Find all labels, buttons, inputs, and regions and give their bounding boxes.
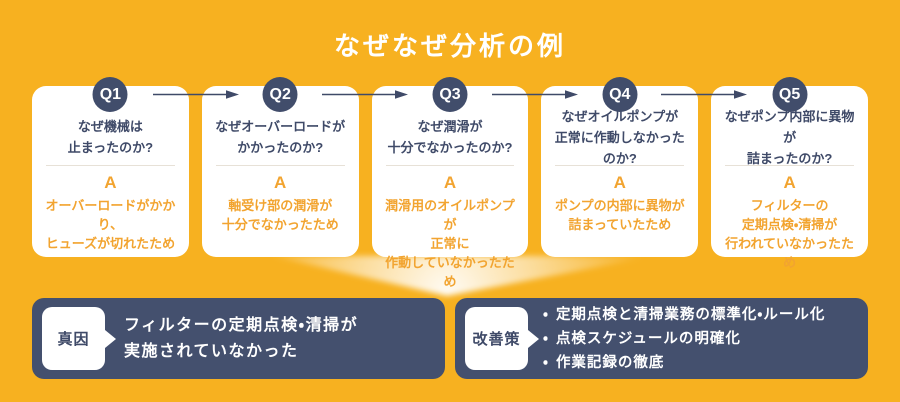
page-title: なぜなぜ分析の例 xyxy=(333,31,566,61)
improvement-item: ・点検スケジュールの明確化 xyxy=(543,327,862,351)
improvement-item-text: 点検スケジュールの明確化 xyxy=(555,330,741,347)
divider xyxy=(385,165,515,166)
step-card-q3: Q3 なぜ潤滑が 十分でなかったのか? A 潤滑用のオイルポンプが 正常に 作動… xyxy=(371,77,529,289)
answer-text: 軸受け部の潤滑が 十分でなかったため xyxy=(221,198,339,232)
answer-text: ポンプの内部に異物が 詰まっていたため xyxy=(554,198,685,232)
divider xyxy=(46,165,175,166)
divider xyxy=(215,165,345,166)
bullet: ・ xyxy=(543,330,549,347)
improvement-item-text: 作業記録の徹底 xyxy=(555,354,665,371)
step-card-q2: Q2 なぜオーバーロードが かかったのか? A 軸受け部の潤滑が 十分でなかった… xyxy=(201,77,359,257)
answer-text: オーバーロードがかかり、 ヒューズが切れたため xyxy=(45,198,176,251)
improvements-list: ・定期点検と清掃業務の標準化・ルール化 ・点検スケジュールの明確化 ・作業記録の… xyxy=(543,298,862,379)
divider xyxy=(555,165,685,166)
answer-label: A xyxy=(443,173,457,192)
answer-text: フィルターの 定期点検・清掃が 行われていなかったため xyxy=(725,198,855,270)
q5-badge: Q5 xyxy=(772,77,808,112)
improvement-item: ・定期点検と清掃業務の標準化・ルール化 xyxy=(543,303,862,327)
root-cause-panel: 真因 フィルターの定期点検・清掃が 実施されていなかった xyxy=(32,298,445,379)
divider xyxy=(725,165,854,166)
question-text: なぜオイルポンプが 正常に作動しなかったのか? xyxy=(554,108,685,166)
question-text: なぜ機械は 止まったのか? xyxy=(67,119,154,155)
improvements-tag: 改善策 xyxy=(465,307,528,370)
improvements-tag-label: 改善策 xyxy=(472,331,521,348)
root-cause-tag-label: 真因 xyxy=(57,331,90,348)
question-text: なぜポンプ内部に異物が 詰まったのか? xyxy=(724,108,855,166)
q3-badge: Q3 xyxy=(432,77,468,112)
answer-label: A xyxy=(613,173,626,192)
step-card-q1: Q1 なぜ機械は 止まったのか? A オーバーロードがかかり、 ヒューズが切れた… xyxy=(32,77,189,257)
bullet: ・ xyxy=(543,306,549,323)
root-cause-text: フィルターの定期点検・清掃が 実施されていなかった xyxy=(124,316,359,360)
question-text: なぜ潤滑が 十分でなかったのか? xyxy=(387,119,513,155)
analysis-steps: Q1 なぜ機械は 止まったのか? A オーバーロードがかかり、 ヒューズが切れた… xyxy=(32,77,868,289)
step-card-q5: Q5 なぜポンプ内部に異物が 詰まったのか? A フィルターの 定期点検・清掃が… xyxy=(711,77,868,270)
question-text: なぜオーバーロードが かかったのか? xyxy=(215,119,346,155)
bullet: ・ xyxy=(543,354,549,371)
answer-label: A xyxy=(104,173,117,192)
q1-badge: Q1 xyxy=(92,77,128,112)
answer-label: A xyxy=(274,173,287,192)
q2-badge: Q2 xyxy=(262,77,298,112)
answer-text: 潤滑用のオイルポンプが 正常に 作動していなかったため xyxy=(385,198,515,289)
step-card-q4: Q4 なぜオイルポンプが 正常に作動しなかったのか? A ポンプの内部に異物が … xyxy=(541,77,699,257)
q4-badge: Q4 xyxy=(602,77,638,112)
answer-label: A xyxy=(783,173,796,192)
improvement-item-text: 定期点検と清掃業務の標準化・ルール化 xyxy=(555,306,826,323)
root-cause-tag: 真因 xyxy=(42,307,105,370)
improvements-panel: 改善策 ・定期点検と清掃業務の標準化・ルール化 ・点検スケジュールの明確化 ・作… xyxy=(455,298,868,379)
improvement-item: ・作業記録の徹底 xyxy=(543,351,862,375)
